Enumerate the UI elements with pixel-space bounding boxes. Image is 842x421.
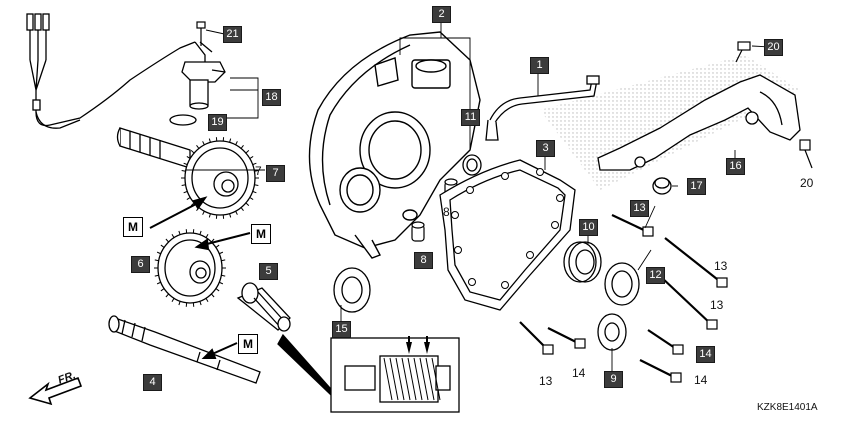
flange-bolts (519, 214, 728, 383)
callout-15: 15 (332, 321, 351, 338)
callout-7: 7 (266, 165, 285, 182)
gear-7 (116, 127, 256, 216)
breather-hose-1 (485, 75, 600, 141)
speed-sensor-harness (26, 13, 213, 129)
bolt-20 (735, 41, 813, 169)
gear-6-teeth (154, 229, 226, 307)
bearing-15 (333, 267, 371, 313)
label-13b: 13 (710, 298, 724, 312)
lubrication-marker-m2: M (251, 224, 271, 244)
cover-bracket-16 (597, 74, 801, 171)
speed-sensor (181, 61, 226, 110)
label-14b: 14 (694, 373, 708, 387)
callout-4: 4 (143, 374, 162, 391)
collar-17 (652, 177, 672, 195)
label-7: 7 (255, 164, 262, 178)
o-ring-19 (169, 114, 197, 126)
label-8a: 8 (443, 205, 450, 219)
callout-21: 21 (223, 26, 242, 43)
callout-1: 1 (530, 57, 549, 74)
callout-12: 12 (646, 267, 665, 284)
detail-splines (383, 357, 441, 401)
lubrication-arrows (149, 196, 251, 359)
callout-20-box: 20 (764, 39, 783, 56)
detail-arrows (406, 336, 430, 354)
bearing-9 (597, 313, 627, 351)
diagram-code: KZK8E1401A (757, 402, 818, 413)
front-direction-arrow (28, 376, 83, 406)
callout-14-box: 14 (696, 346, 715, 363)
callout-9: 9 (604, 371, 623, 388)
lubrication-marker-m3: M (238, 334, 258, 354)
shaft-5 (236, 282, 291, 332)
callout-2: 2 (432, 6, 451, 23)
gear-6 (157, 232, 223, 304)
callout-11: 11 (461, 109, 480, 126)
callout-17: 17 (687, 178, 706, 195)
callout-16: 16 (726, 158, 745, 175)
label-14a: 14 (572, 366, 586, 380)
bearing-12 (604, 262, 640, 306)
lubrication-marker-m1: M (123, 217, 143, 237)
callout-13-box: 13 (630, 200, 649, 217)
callout-6: 6 (131, 256, 150, 273)
label-20: 20 (800, 176, 814, 190)
label-13c: 13 (539, 374, 553, 388)
callout-18: 18 (262, 89, 281, 106)
gasket-holes (451, 168, 564, 289)
detail-inset (277, 333, 460, 413)
callout-10: 10 (579, 219, 598, 236)
callout-8b: 8 (414, 252, 433, 269)
transmission-case-2 (308, 31, 481, 259)
callout-5: 5 (259, 263, 278, 280)
bearing-10 (563, 241, 602, 283)
oil-seal-11 (462, 154, 482, 176)
shaft-4 (108, 315, 261, 384)
label-13a: 13 (714, 259, 728, 273)
bolt-21 (196, 21, 206, 46)
callout-3: 3 (536, 140, 555, 157)
callout-19: 19 (208, 114, 227, 131)
